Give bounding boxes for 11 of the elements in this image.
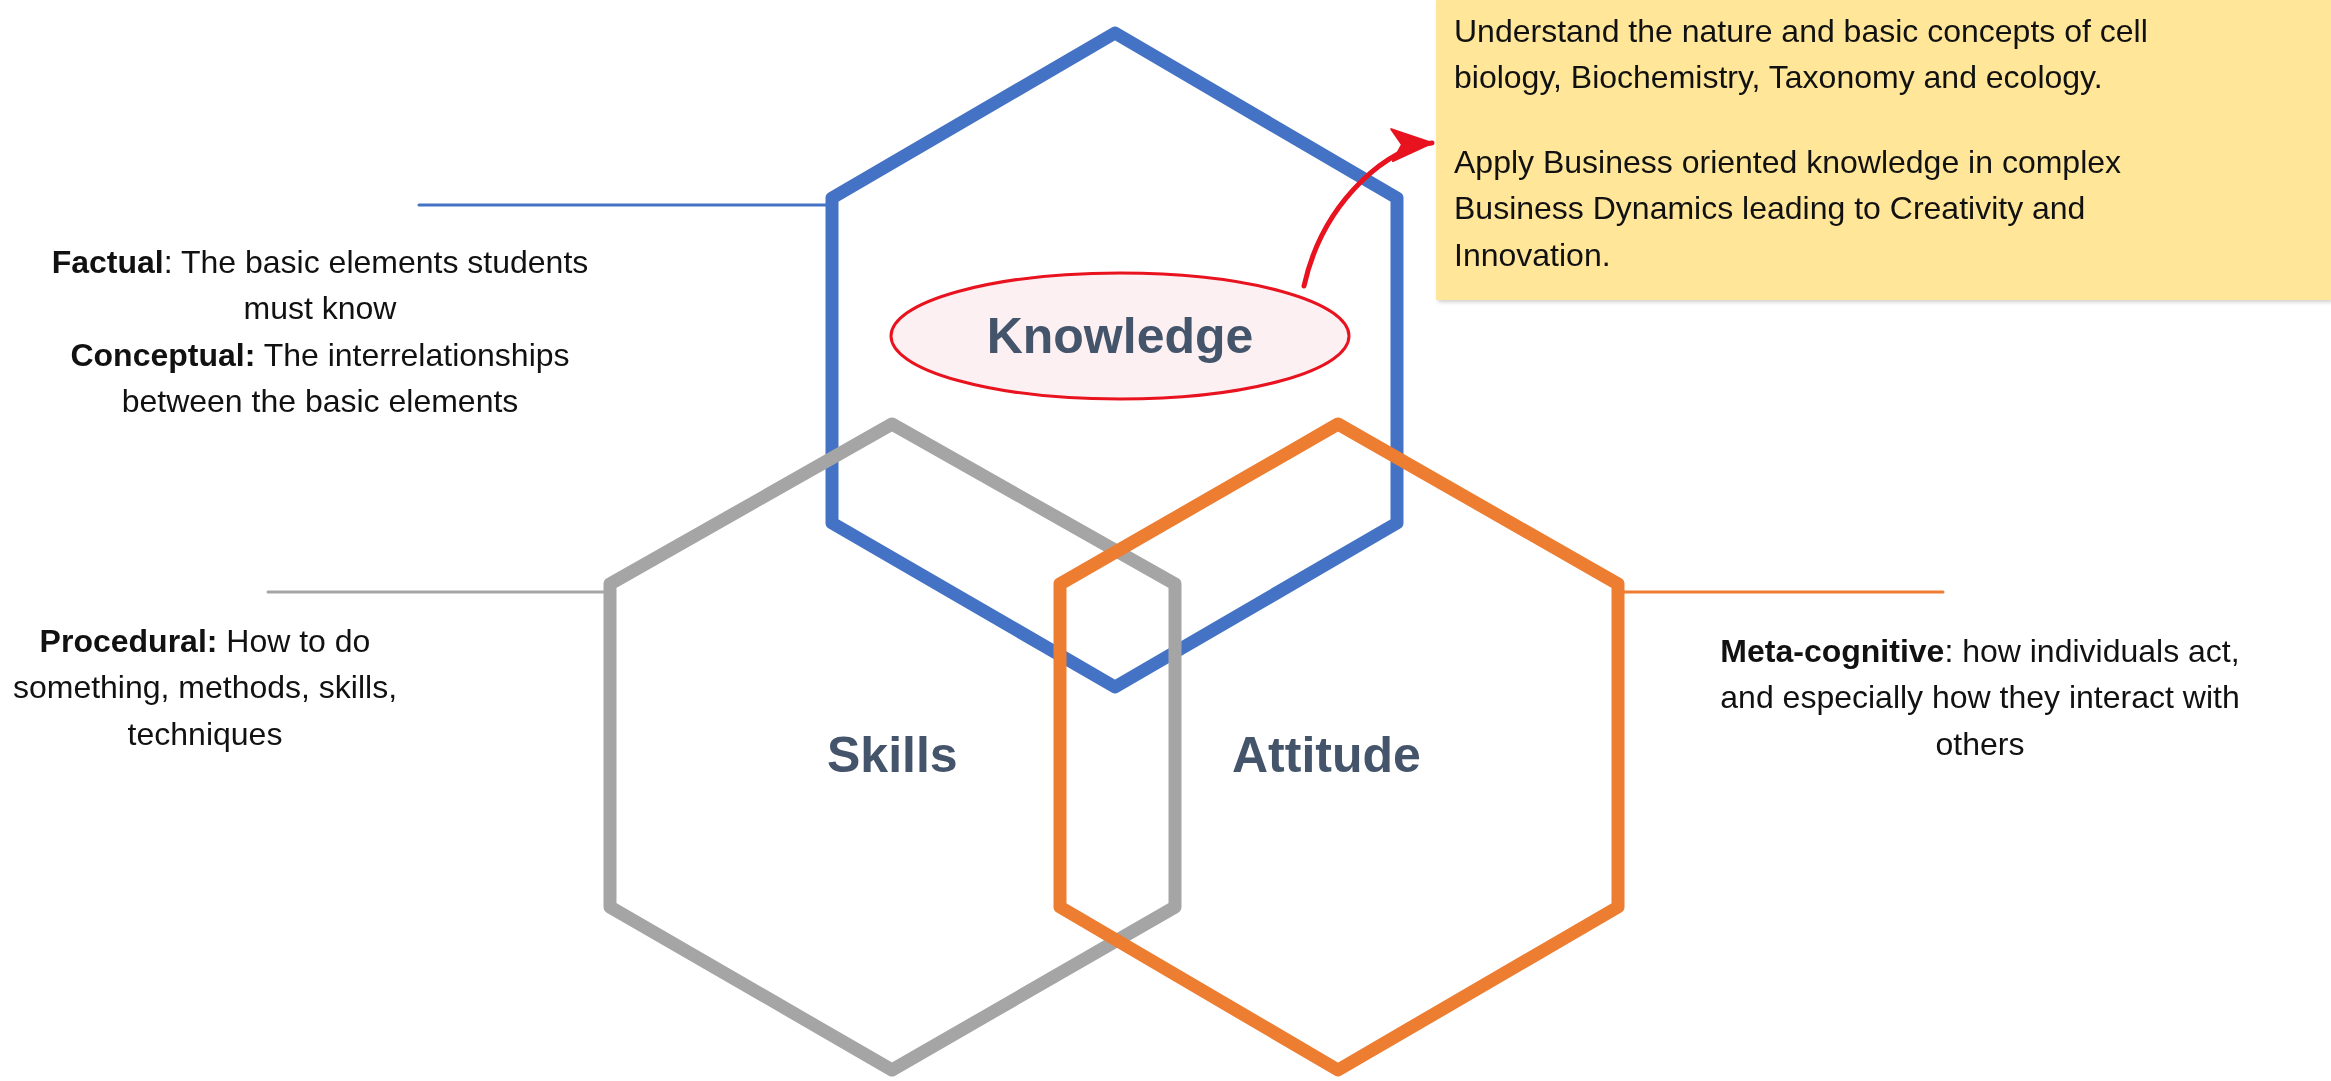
- description-text: Meta-cognitive: how individuals act, and especially how they interact with others: [1720, 632, 2240, 764]
- note-text: Understand the nature and basic concepts of cell biology, Biochemistry, Taxonomy and ecology.: [1454, 12, 2149, 98]
- hexagon-label: Attitude: [1232, 726, 1421, 784]
- description-text: Procedural: How to do something, methods, skills, techniques: [11, 622, 399, 754]
- note-text: Apply Business oriented knowledge in complex Business Dynamics leading to Creativity and Innovation.: [1454, 142, 2123, 275]
- leader-line: [1622, 590, 1945, 594]
- ellipse-label: Knowledge: [986, 307, 1254, 365]
- description-text: Conceptual: The interrelationships between the basic elements: [69, 335, 571, 422]
- note-box: [1436, 0, 2331, 300]
- hexagon-label: Skills: [827, 726, 958, 784]
- description-text: Factual: The basic elements students must know: [50, 243, 590, 329]
